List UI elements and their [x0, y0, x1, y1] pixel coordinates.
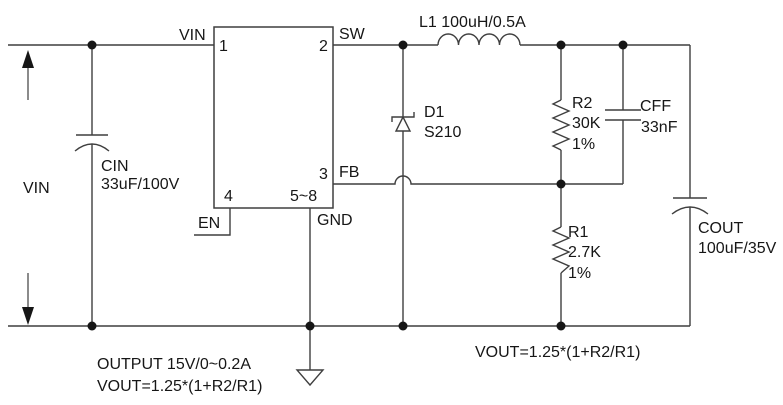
output-spec-label: OUTPUT 15V/0~0.2A — [97, 356, 251, 373]
ic-pin-sw-label: SW — [339, 26, 365, 43]
ic-pin-gnd-label: GND — [317, 212, 353, 229]
ic-pin-en-number: 4 — [224, 188, 233, 205]
capacitor-cin-icon — [74, 134, 110, 152]
ic-pin-fb-number: 3 — [319, 166, 328, 183]
junction-dot — [556, 321, 566, 331]
cin-name-label: CIN — [101, 158, 129, 175]
ic-pin-en-label: EN — [198, 215, 221, 232]
ic-pin-vin-label: VIN — [179, 27, 206, 44]
cff-name-label: CFF — [640, 98, 672, 115]
ic-pin-vin-number: 1 — [219, 38, 228, 55]
cout-name-label: COUT — [698, 220, 744, 237]
vin-input-label: VIN — [23, 180, 50, 197]
vout-formula-right: VOUT=1.25*(1+R2/R1) — [475, 344, 641, 361]
l1-label: L1 100uH/0.5A — [419, 14, 526, 31]
ic-pin-fb-label: FB — [339, 164, 360, 181]
ic-pin-gnd-number: 5~8 — [290, 188, 318, 205]
junction-dot — [398, 321, 408, 331]
cin-value-label: 33uF/100V — [101, 176, 180, 193]
capacitor-cff-icon — [605, 109, 641, 121]
r2-tolerance-label: 1% — [572, 136, 596, 153]
d1-value-label: S210 — [424, 124, 462, 141]
wire-fb — [333, 175, 623, 185]
junction-dot — [556, 40, 566, 50]
cout-plate-curved — [671, 206, 709, 215]
wire-en-stub — [194, 208, 231, 236]
ic-body — [213, 26, 334, 209]
junction-dot — [618, 40, 628, 50]
cin-plate-curved — [74, 143, 110, 152]
junction-dot — [87, 321, 97, 331]
vout-formula-bottom-left: VOUT=1.25*(1+R2/R1) — [97, 378, 263, 395]
cff-value-label: 33nF — [641, 119, 678, 136]
junction-dot — [305, 321, 315, 331]
ground-icon — [295, 369, 325, 387]
diode-triangle — [394, 115, 412, 132]
wires — [8, 44, 691, 370]
resistor-r1-icon — [551, 226, 571, 274]
down-arrow-icon — [22, 307, 34, 325]
d1-name-label: D1 — [424, 104, 445, 121]
r1-value-label: 2.7K — [568, 244, 601, 261]
up-arrow-icon — [22, 50, 34, 68]
vin-polarity-arrows — [22, 50, 34, 325]
junction-dot — [556, 179, 566, 189]
junction-dot — [87, 40, 97, 50]
r2-name-label: R2 — [572, 95, 593, 112]
junction-dots — [87, 40, 628, 331]
resistor-r2-icon — [551, 99, 571, 151]
cout-value-label: 100uF/35V — [698, 240, 777, 257]
ic-pin-sw-number: 2 — [319, 38, 328, 55]
diode-d1-icon — [391, 112, 415, 132]
r1-name-label: R1 — [568, 224, 589, 241]
junction-dot — [398, 40, 408, 50]
inductor-l1-icon — [437, 33, 521, 46]
r2-value-label: 30K — [572, 115, 601, 132]
r1-tolerance-label: 1% — [568, 265, 592, 282]
capacitor-cout-icon — [671, 197, 709, 215]
diode-cathode-bar — [391, 112, 415, 122]
